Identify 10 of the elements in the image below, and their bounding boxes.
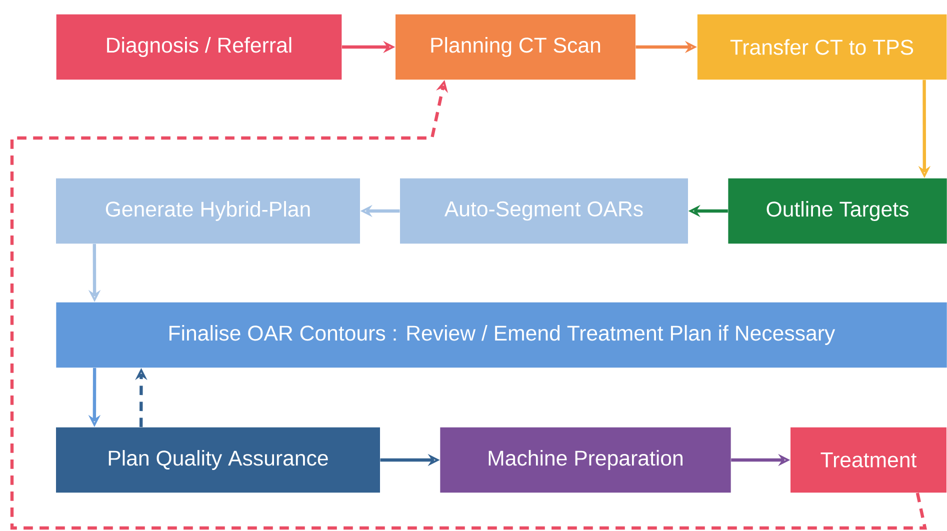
process-box: Planning CT Scan — [396, 14, 636, 80]
process-box: Diagnosis / Referral — [56, 14, 342, 80]
process-box: Transfer CT to TPS — [697, 14, 947, 80]
process-box: Outline Targets — [728, 178, 947, 244]
process-box: Auto-Segment OARs — [400, 178, 688, 244]
process-box: Plan Quality Assurance — [56, 427, 380, 493]
process-box: Treatment — [790, 427, 946, 493]
process-box: Generate Hybrid-Plan — [56, 178, 360, 244]
process-box: Machine Preparation — [440, 427, 731, 493]
process-box: Finalise OAR Contours : Review / Emend Treatment Plan if Necessary — [56, 302, 947, 368]
